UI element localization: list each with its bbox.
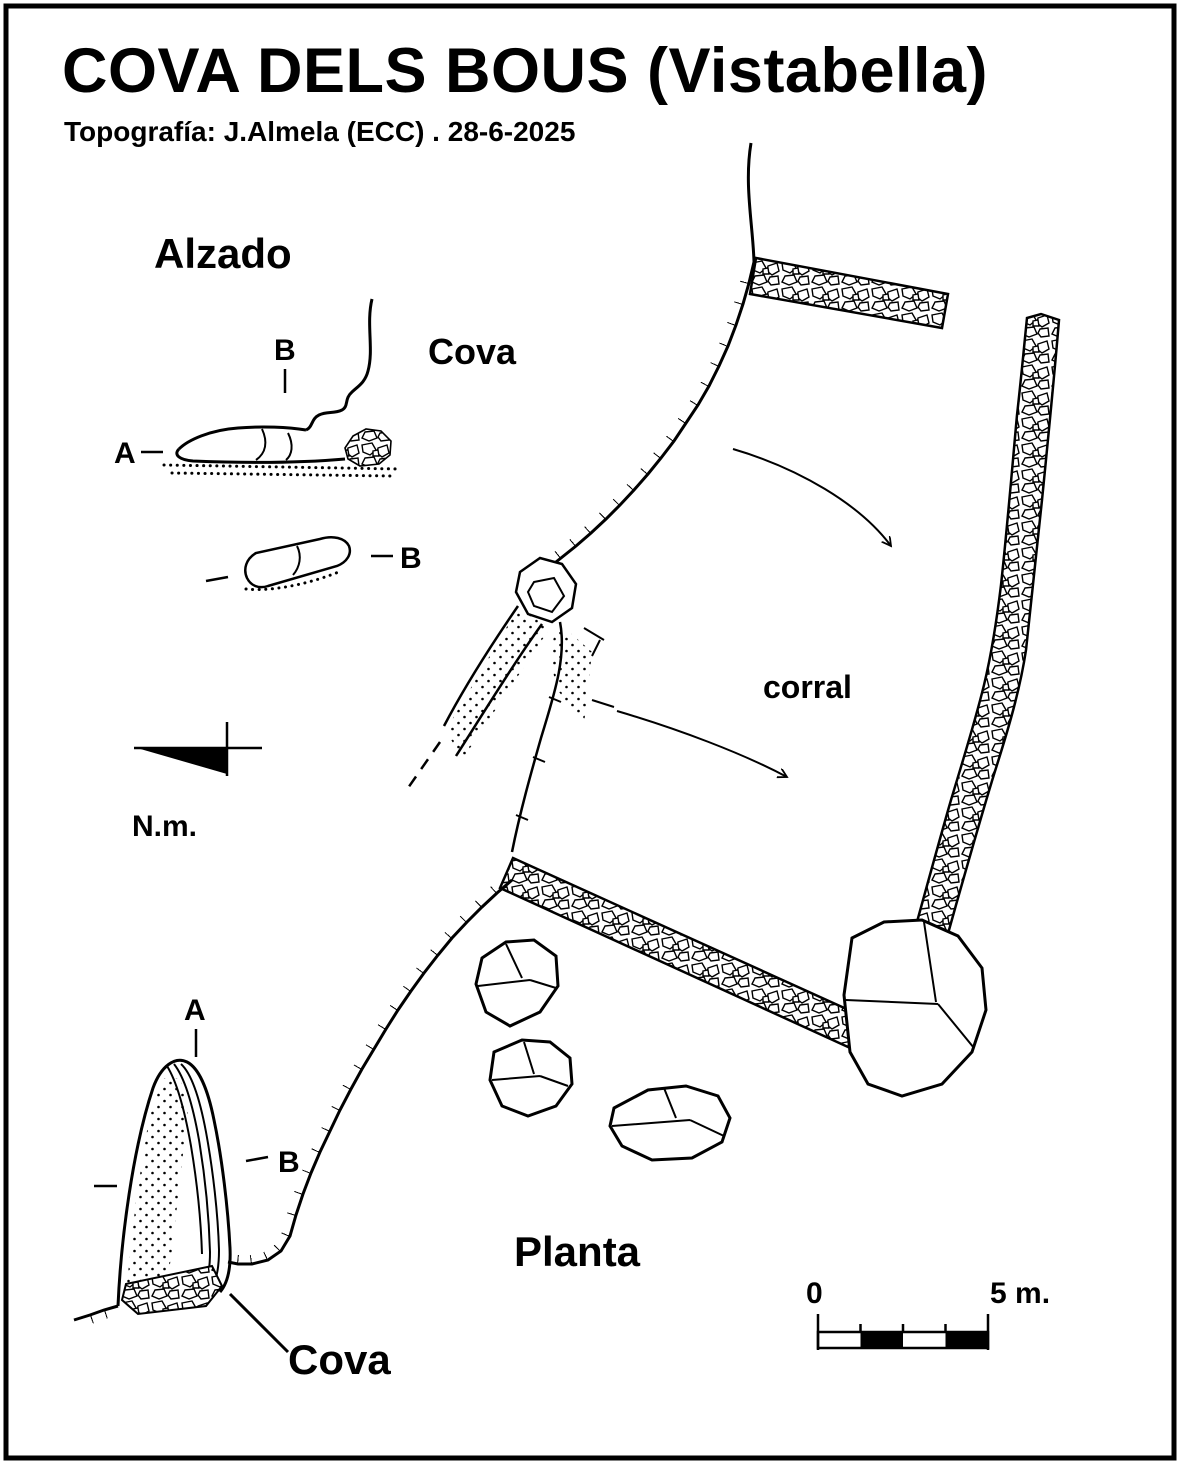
- north-arrow-head: [137, 748, 227, 774]
- elevation-divider-1: [255, 428, 267, 461]
- plan-b-dash: [245, 1155, 269, 1163]
- cliff-edge-lower: [227, 878, 513, 1266]
- scale-five-label: 5 m.: [990, 1277, 1050, 1310]
- corral-wall-top: [748, 256, 950, 330]
- corral-wall-bottom: [498, 856, 864, 1049]
- elevation-ground-dots-2: [170, 471, 394, 478]
- plan-cave-scree: [126, 1078, 188, 1292]
- cliff-edge-upper: [517, 261, 756, 593]
- north-label: N.m.: [132, 810, 197, 843]
- plan-cave-outline: [116, 1058, 232, 1307]
- flow-arrow-2: [616, 710, 787, 777]
- cova-pointer-line: [228, 1292, 290, 1354]
- header: COVA DELS BOUS (Vistabella) Topografía: …: [62, 36, 988, 147]
- plan-cave: [116, 1058, 232, 1316]
- elevation-b-label: B: [274, 334, 296, 367]
- boulder-2: [488, 1038, 574, 1118]
- sheet-title: COVA DELS BOUS (Vistabella): [62, 36, 988, 106]
- sheet-subtitle: Topografía: J.Almela (ECC) . 28-6-2025: [64, 116, 575, 147]
- chamber-rock: [526, 576, 566, 614]
- passage-dashed-end: [406, 741, 442, 789]
- plan-heading: Planta: [514, 1228, 641, 1275]
- boulder-2-cracks: [491, 1041, 569, 1087]
- elevation-heading: Alzado: [154, 230, 292, 277]
- cross-section-divider: [292, 545, 301, 576]
- corral-wall-right: [910, 312, 1061, 950]
- scale-seg-black-1: [860, 1332, 903, 1348]
- elevation-divider-2: [285, 432, 293, 461]
- corral-label: corral: [763, 669, 852, 705]
- cross-section-left-dash: [205, 575, 229, 583]
- elevation-cliff-profile: [305, 298, 374, 432]
- cross-section-b-label: B: [400, 542, 422, 575]
- elevation-rubble: [344, 428, 392, 467]
- plan-a-label: A: [184, 994, 206, 1027]
- boulder-large-cracks: [845, 921, 975, 1049]
- scale-bar: 0 5 m.: [806, 1277, 1050, 1350]
- slope-ticks: [515, 627, 615, 821]
- scale-seg-black-2: [945, 1332, 988, 1348]
- north-arrow: N.m.: [132, 722, 262, 843]
- boulder-3-cracks: [611, 1087, 725, 1137]
- passage-edge-lower: [454, 623, 544, 757]
- flow-arrow-1: [732, 448, 891, 546]
- cross-section: B: [205, 536, 422, 592]
- plan-cave-layer-1: [180, 1063, 221, 1291]
- elevation-ground-dots-1: [162, 463, 402, 471]
- boulder-3: [608, 1084, 732, 1162]
- plan-top-line: [746, 142, 756, 263]
- plan-b-label: B: [278, 1146, 300, 1179]
- scale-ticks: [816, 1314, 990, 1350]
- sheet-border: [3, 3, 1177, 1461]
- passage-edge-upper: [442, 605, 520, 727]
- elevation-cave-roof: [177, 425, 307, 451]
- plan-cave-entrance-rubble: [120, 1264, 224, 1316]
- cross-section-outline: [244, 536, 352, 589]
- boulder-large: [842, 918, 988, 1098]
- boulders: [474, 918, 988, 1162]
- boulder-1: [474, 938, 560, 1028]
- plan-cave-layer-3: [166, 1065, 203, 1255]
- elevation-cave-floor: [175, 447, 346, 464]
- plan-view: corral: [73, 142, 1061, 1383]
- elevation-view: Alzado B Cova A B: [114, 230, 517, 592]
- elevation-cova-label: Cova: [428, 331, 517, 372]
- elevation-a-label: A: [114, 437, 136, 470]
- scree-east: [550, 622, 592, 724]
- cliff-edge-bottom-left: [73, 1304, 119, 1320]
- plan-cova-label: Cova: [288, 1336, 391, 1383]
- scale-zero-label: 0: [806, 1277, 823, 1310]
- passage-scree: [446, 608, 550, 760]
